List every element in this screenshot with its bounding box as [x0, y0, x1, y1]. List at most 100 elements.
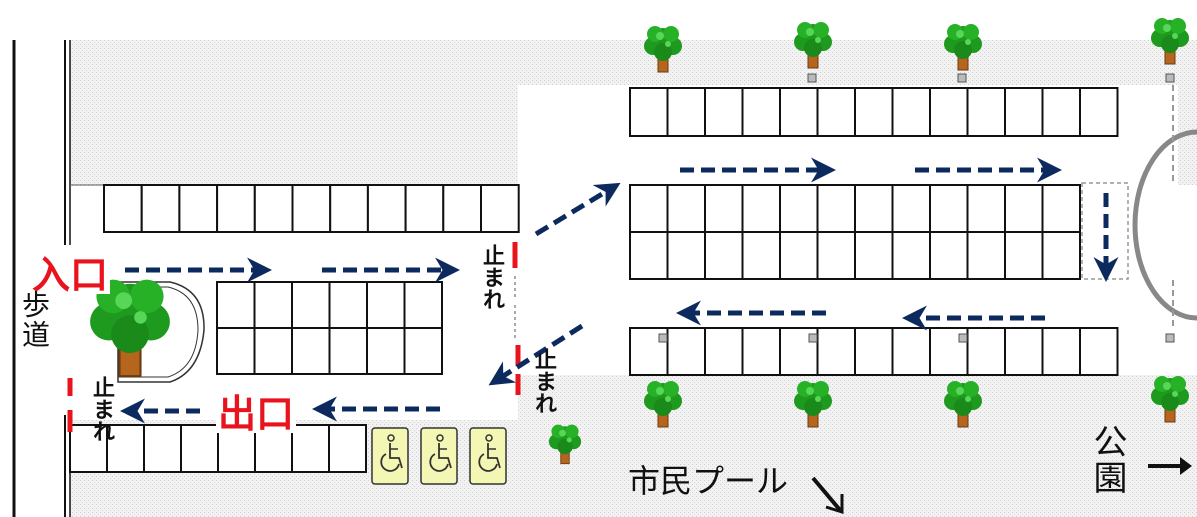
parking-stall — [480, 184, 520, 233]
wheelchair-icon — [420, 427, 458, 485]
parking-stall — [329, 184, 369, 233]
parking-stall — [1004, 87, 1044, 137]
parking-stall — [180, 424, 219, 473]
parking-stall — [1079, 87, 1119, 137]
stop-sign-text: 止まれ — [479, 244, 504, 310]
parking-stall — [1079, 327, 1119, 376]
parking-stall — [442, 184, 482, 233]
stop-sign-1: 止まれ — [476, 244, 506, 315]
parking-stall — [779, 184, 819, 233]
park-label: 公園 — [1087, 424, 1127, 496]
parking-stall — [1004, 231, 1044, 280]
parking-stall — [966, 87, 1006, 137]
parking-stall — [891, 184, 931, 233]
parking-stall — [704, 184, 744, 233]
stop-sign-text: 止まれ — [89, 376, 114, 442]
parking-stall — [291, 424, 330, 473]
stall-row-center-upper — [216, 281, 443, 329]
parking-stall — [966, 327, 1006, 376]
parking-stall — [143, 424, 182, 473]
stop-sign-text: 止まれ — [531, 348, 556, 414]
parking-stall — [704, 231, 744, 280]
parking-stall — [779, 231, 819, 280]
post-marker — [1165, 333, 1175, 343]
parking-stall — [854, 231, 894, 280]
parking-stall — [328, 424, 367, 473]
stall-row-right-mid-lower — [629, 231, 1081, 280]
wheelchair-icon — [469, 427, 507, 485]
stall-row-right-top — [629, 87, 1119, 137]
parking-stall — [1004, 184, 1044, 233]
parking-stall — [854, 184, 894, 233]
parking-stall — [816, 184, 856, 233]
parking-stall — [929, 231, 969, 280]
parking-stall — [140, 184, 181, 233]
parking-stall — [216, 184, 256, 233]
accessible-stalls — [371, 427, 507, 485]
direction-arrows — [811, 457, 1192, 515]
parking-stall — [629, 231, 669, 280]
parking-stall — [741, 184, 781, 233]
parking-stall — [69, 424, 108, 473]
arrow-icon — [534, 182, 621, 237]
post-marker — [807, 73, 817, 83]
parking-stall — [253, 184, 294, 233]
parking-stall — [216, 281, 256, 329]
parking-stall — [854, 87, 894, 137]
pool-label: 市民プール — [628, 462, 789, 500]
stop-lines — [67, 242, 521, 432]
parking-stall — [403, 281, 443, 329]
parking-stall — [629, 87, 669, 137]
parking-stall — [929, 87, 969, 137]
exit-label: 出口 — [216, 392, 297, 436]
parking-stall — [891, 87, 931, 137]
stall-row-left-top — [103, 184, 520, 233]
parking-stall — [854, 327, 894, 376]
post-marker — [658, 333, 668, 343]
parking-stall — [704, 327, 744, 376]
stall-row-center-lower — [216, 327, 443, 375]
parking-stall — [253, 327, 293, 375]
stop-sign-2: 止まれ — [528, 348, 558, 419]
parking-stall — [666, 231, 706, 280]
parking-stall — [966, 184, 1006, 233]
parking-stall — [1041, 87, 1081, 137]
posts — [658, 73, 1175, 343]
parking-stall — [103, 184, 143, 233]
parking-stall — [366, 327, 406, 375]
stall-row-right-bottom — [629, 327, 1119, 376]
arrow-icon — [811, 476, 842, 512]
parking-stall — [291, 327, 331, 375]
parking-stall — [366, 281, 406, 329]
parking-stall — [816, 231, 856, 280]
parking-stall — [291, 184, 332, 233]
parking-stall — [666, 87, 706, 137]
parking-stall — [966, 231, 1006, 280]
post-marker — [958, 333, 968, 343]
parking-stall — [1004, 327, 1044, 376]
parking-stall — [666, 327, 706, 376]
parking-stall — [816, 87, 856, 137]
parking-stall — [929, 184, 969, 233]
entrance-label: 入口 — [30, 253, 111, 297]
parking-stall — [216, 327, 256, 375]
post-marker — [957, 73, 967, 83]
parking-stall — [741, 87, 781, 137]
parking-stall — [779, 87, 819, 137]
parking-stall — [666, 184, 706, 233]
parking-stall — [629, 184, 669, 233]
parking-stalls — [69, 87, 1119, 473]
parking-stall — [1041, 184, 1081, 233]
parking-stall — [328, 281, 368, 329]
parking-stall — [816, 327, 856, 376]
parking-stall — [403, 327, 443, 375]
arrow-icon — [488, 323, 584, 386]
parking-stall — [891, 231, 931, 280]
parking-stall — [891, 327, 931, 376]
parking-stall — [253, 281, 293, 329]
parking-stall — [741, 327, 781, 376]
stop-sign-3: 止まれ — [86, 376, 116, 447]
parking-stall — [1041, 231, 1081, 280]
parking-stall — [1041, 327, 1081, 376]
